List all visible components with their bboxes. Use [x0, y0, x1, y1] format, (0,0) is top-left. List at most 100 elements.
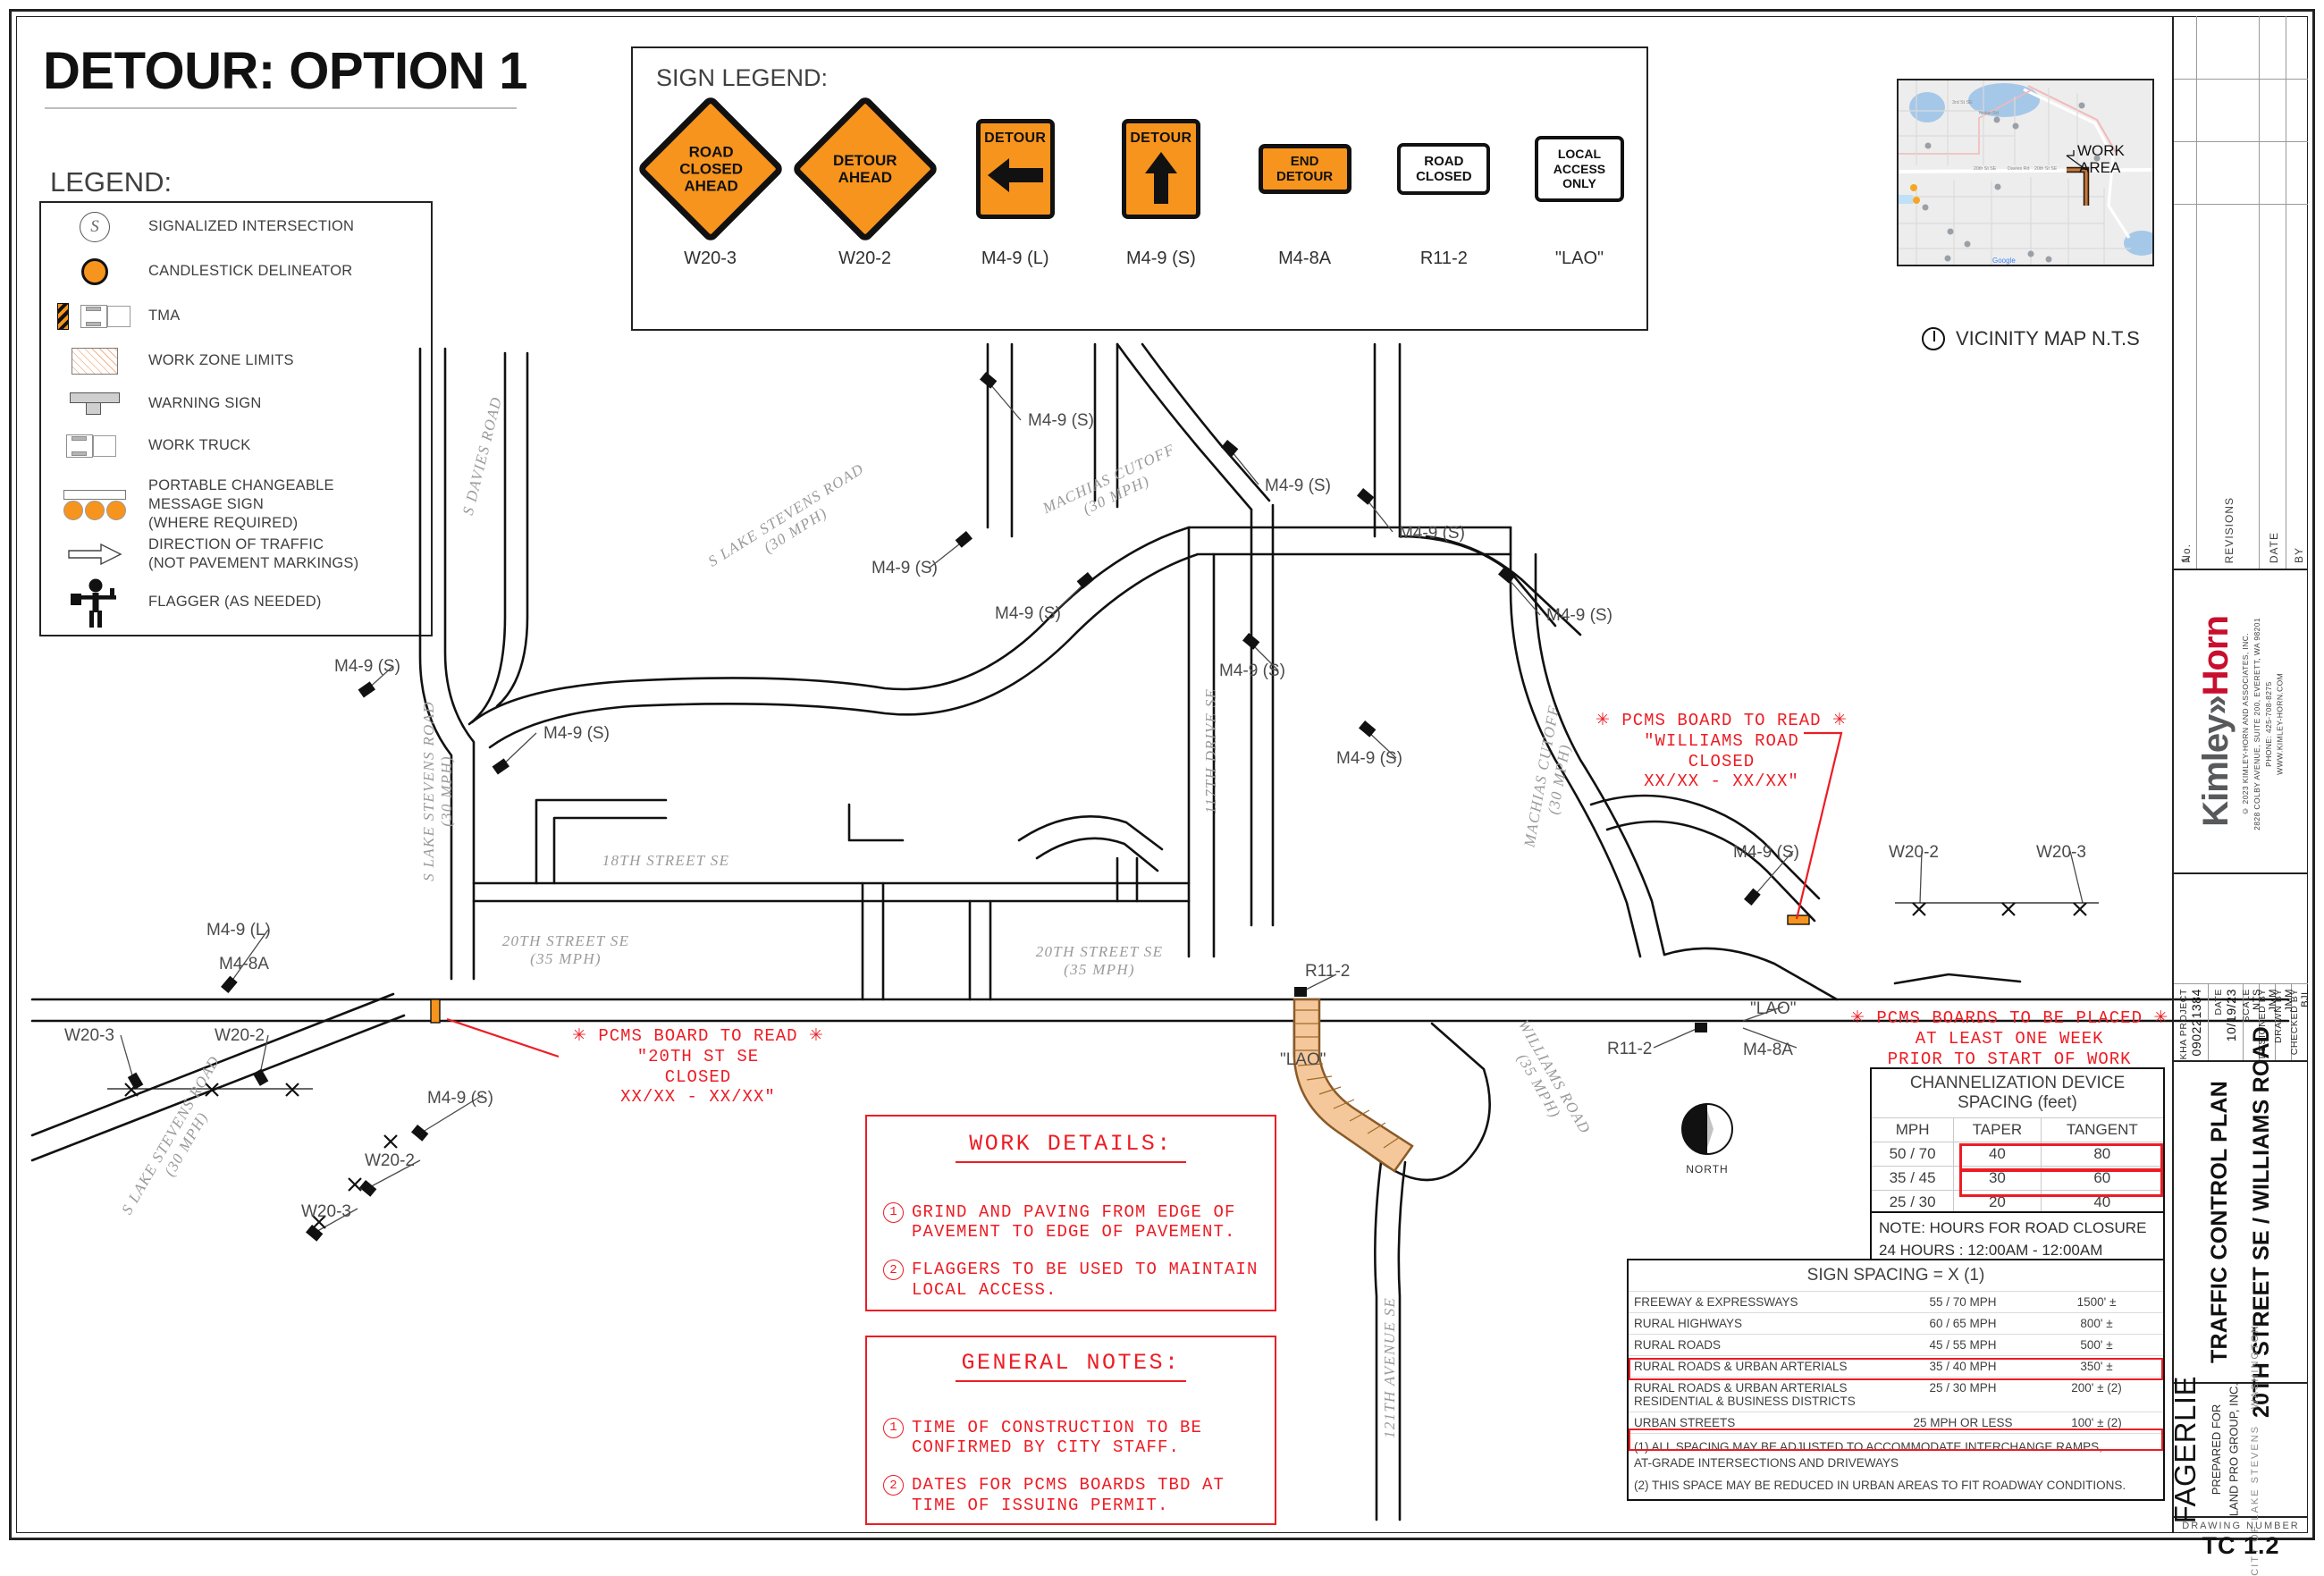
table-row: RURAL ROADS & URBAN ARTERIALS 35 / 40 MP…	[1628, 1355, 2164, 1378]
cell-tangent: 40	[2040, 1190, 2165, 1216]
legend-item-direction-of-traffic: DIRECTION OF TRAFFIC (NOT PAVEMENT MARKI…	[41, 535, 431, 573]
drawing-number-section: DRAWING NUMBER TC 1.2	[2174, 1518, 2308, 1559]
north-circle-icon	[1922, 327, 1945, 350]
project-field-designed-by: DESIGNED BY JMM	[2257, 984, 2278, 1060]
cell-taper: 20	[1953, 1190, 2042, 1216]
revisions-col-date: DATE	[2268, 531, 2280, 563]
channelization-device-spacing-table: CHANNELIZATION DEVICE SPACING (feet) MPH…	[1870, 1067, 2165, 1216]
logo-text-horn: Horn	[2196, 616, 2236, 696]
map-sign-label: R11-2	[1305, 962, 1351, 981]
client-name: FAGERLIE	[2168, 1376, 2202, 1524]
legend-item-tma: TMA	[41, 303, 431, 330]
road-closure-hours-note: NOTE: HOURS FOR ROAD CLOSURE 24 HOURS : …	[1870, 1211, 2165, 1268]
warning-sign-icon	[41, 392, 148, 416]
candlestick-delineator-icon	[41, 258, 148, 285]
tma-truck-icon	[41, 303, 148, 330]
general-note: 1 TIME OF CONSTRUCTION TO BE CONFIRMED B…	[883, 1417, 1259, 1458]
map-sign-label: W20-3	[64, 1026, 114, 1045]
client-state: WASHINGTON	[2250, 1324, 2261, 1410]
sign-w20-3: ROAD CLOSED AHEAD W20-3	[633, 94, 787, 269]
map-sign-label: M4-9 (S)	[1028, 411, 1094, 430]
note-number-1: 1	[883, 1417, 904, 1438]
legend-item-label: PORTABLE CHANGEABLE MESSAGE SIGN (WHERE …	[148, 477, 334, 532]
map-road-name: 20TH STREET SE (35 MPH)	[1035, 943, 1164, 978]
table-title: CHANNELIZATION DEVICE SPACING (feet)	[1870, 1067, 2165, 1118]
north-label: NORTH	[1686, 1163, 1729, 1176]
table-row: FREEWAY & EXPRESSWAYS 55 / 70 MPH 1500' …	[1628, 1291, 2164, 1313]
title-underline	[45, 107, 517, 109]
legend-heading: LEGEND:	[50, 166, 173, 198]
map-sign-label: M4-8A	[1743, 1041, 1793, 1059]
map-sign-label: M4-9 (S)	[872, 559, 938, 577]
map-sign-label: "LAO"	[1280, 1050, 1326, 1069]
cell-category: RURAL ROADS	[1628, 1334, 1896, 1356]
map-road-name: 121TH AVENUE SE	[1381, 1296, 1398, 1439]
project-field-scale: SCALE NTS	[2241, 984, 2262, 1060]
pcms-williams-road: ✳ PCMS BOARD TO READ ✳ "WILLIAMS ROAD CL…	[1596, 711, 1848, 792]
legend-box: S SIGNALIZED INTERSECTION CANDLESTICK DE…	[39, 201, 433, 636]
map-sign-label: R11-2	[1607, 1040, 1653, 1058]
footnote-1: (1) ALL SPACING MAY BE ADJUSTED TO ACCOM…	[1634, 1440, 2102, 1471]
table-title: SIGN SPACING = X (1)	[1628, 1260, 2164, 1292]
sign-legend-box: SIGN LEGEND: ROAD CLOSED AHEAD W20-3 DET…	[631, 46, 1648, 331]
map-road-name: S LAKE STEVENS ROAD (30 MPH)	[420, 701, 455, 881]
sign-lao: LOCAL ACCESS ONLY "LAO"	[1512, 102, 1646, 269]
logo-phone: PHONE: 425-708-8275	[2263, 681, 2273, 767]
revisions-section: 1 No. REVISIONS DATE BY	[2174, 16, 2308, 570]
cell-speed: 25 MPH OR LESS	[1896, 1412, 2030, 1434]
map-sign-label: M4-9 (S)	[1399, 524, 1465, 543]
table-row: 25 / 30 20 40	[1870, 1190, 2165, 1216]
svg-text:Google: Google	[1992, 257, 2016, 265]
cell-spacing: 500' ±	[2030, 1334, 2164, 1356]
legend-item-work-truck: WORK TRUCK	[41, 434, 431, 459]
legend-item-flagger: FLAGGER (AS NEEDED)	[41, 577, 431, 628]
kimley-horn-logo: Kimley»Horn	[2196, 616, 2236, 827]
cell-mph: 25 / 30	[1870, 1190, 1955, 1216]
logo-address: 2828 COLBY AVENUE, SUITE 200, EVERETT, W…	[2252, 618, 2261, 830]
general-notes-title: GENERAL NOTES:	[961, 1350, 1181, 1376]
sign-face-text: ROAD CLOSED AHEAD	[678, 143, 742, 195]
general-note: 2 DATES FOR PCMS BOARDS TBD AT TIME OF I…	[883, 1475, 1259, 1515]
logo-copyright: © 2023 KIMLEY-HORN AND ASSOCIATES, INC.	[2241, 632, 2250, 816]
page-title: DETOUR: OPTION 1	[43, 42, 527, 100]
cell-taper: 40	[1953, 1142, 2042, 1167]
legend-item-work-zone-limits: WORK ZONE LIMITS	[41, 348, 431, 375]
map-sign-label: M4-9 (S)	[427, 1089, 493, 1108]
sign-face-text: DETOUR AHEAD	[832, 151, 897, 186]
map-sign-label: M4-9 (S)	[543, 724, 610, 743]
vicinity-caption-text: VICINITY MAP N.T.S	[1956, 327, 2140, 350]
drawing-number-label: DRAWING NUMBER	[2182, 1521, 2300, 1531]
closure-note-line2: 24 HOURS : 12:00AM - 12:00AM	[1879, 1241, 2103, 1259]
map-sign-label: M4-9 (S)	[334, 657, 400, 676]
table-header-mph: MPH	[1870, 1117, 1955, 1142]
table-header-taper: TAPER	[1953, 1117, 2042, 1142]
sign-spacing-table: SIGN SPACING = X (1) FREEWAY & EXPRESSWA…	[1627, 1259, 2165, 1502]
legend-item-warning-sign: WARNING SIGN	[41, 392, 431, 416]
table-row: 35 / 45 30 60	[1870, 1166, 2165, 1191]
sign-face-text: DETOUR	[984, 131, 1047, 146]
sign-m4-9-s: DETOUR M4-9 (S)	[1088, 102, 1234, 269]
cell-speed: 35 / 40 MPH	[1896, 1355, 2030, 1378]
project-field-kha-project: KHA PROJECT 090221384	[2174, 984, 2209, 1060]
svg-text:20th St SE: 20th St SE	[2034, 166, 2058, 172]
sign-legend-heading: SIGN LEGEND:	[656, 64, 829, 91]
note-text: GRIND AND PAVING FROM EDGE OF PAVEMENT T…	[912, 1201, 1236, 1242]
sign-face-text: ROAD CLOSED	[1416, 153, 1472, 184]
flagger-icon	[41, 577, 148, 628]
note-text: TIME OF CONSTRUCTION TO BE CONFIRMED BY …	[912, 1417, 1203, 1457]
map-sign-label: W20-3	[2036, 843, 2086, 862]
plan-title-section: TRAFFIC CONTROL PLAN 20TH STREET SE / WI…	[2174, 1026, 2308, 1418]
svg-text:WORK: WORK	[2077, 142, 2126, 159]
note-text: DATES FOR PCMS BOARDS TBD AT TIME OF ISS…	[912, 1475, 1225, 1515]
pcms-placement-note: ✳ PCMS BOARDS TO BE PLACED ✳ AT LEAST ON…	[1850, 1008, 2169, 1069]
client-section: FAGERLIE PREPARED FOR LAND PRO GROUP, IN…	[2168, 1324, 2308, 1576]
map-sign-label: M4-9 (S)	[1336, 749, 1402, 768]
plan-title-line1: TRAFFIC CONTROL PLAN	[2207, 1080, 2232, 1363]
map-road-name: 117TH DRIVE SE	[1202, 687, 1219, 814]
general-notes-box: GENERAL NOTES: 1 TIME OF CONSTRUCTION TO…	[865, 1336, 1276, 1525]
cell-spacing: 100' ± (2)	[2030, 1412, 2164, 1434]
cell-category: FREEWAY & EXPRESSWAYS	[1628, 1291, 1896, 1313]
sign-r11-2: ROAD CLOSED R11-2	[1376, 102, 1512, 269]
